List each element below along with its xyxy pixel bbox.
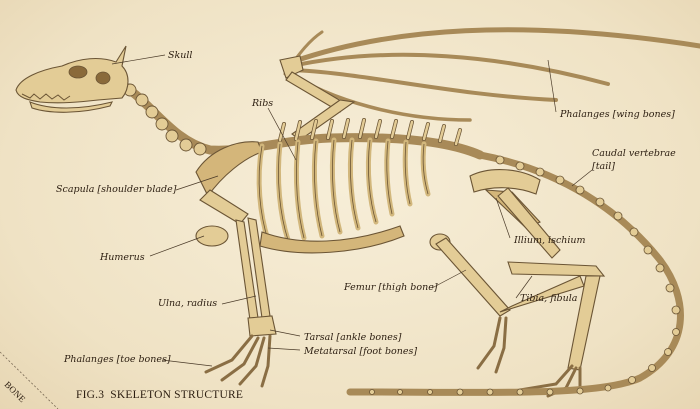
label-illium-ischium: Illium, ischium	[513, 235, 586, 246]
label-caudal-tail: [tail]	[592, 161, 615, 172]
label-metatarsal: Metatarsal [foot bones]	[303, 346, 417, 357]
label-ribs: Ribs	[251, 98, 273, 109]
label-ulna-radius: Ulna, radius	[158, 298, 217, 309]
ribcage	[196, 140, 428, 253]
corner-stamp: BONE	[0, 352, 58, 409]
label-tibia-fibula: Tibia, fibula	[520, 293, 578, 304]
hind-leg	[430, 170, 604, 396]
figure-caption: FIG.3 SKELETON STRUCTURE	[76, 389, 243, 401]
wing-bones	[280, 30, 700, 140]
tail-vertebrae	[350, 155, 680, 395]
label-tarsal: Tarsal [ankle bones]	[304, 332, 402, 343]
label-humerus: Humerus	[99, 252, 145, 263]
corner-stamp-text: BONE	[3, 379, 28, 404]
label-scapula: Scapula [shoulder blade]	[56, 184, 177, 195]
label-toe-phalanges: Phalanges [toe bones]	[63, 354, 171, 365]
skull	[16, 46, 128, 112]
label-caudal-vertebrae: Caudal vertebrae	[592, 148, 676, 159]
label-skull: Skull	[168, 50, 192, 61]
label-wing-phalanges: Phalanges [wing bones]	[559, 109, 675, 120]
label-femur: Femur [thigh bone]	[343, 282, 438, 293]
